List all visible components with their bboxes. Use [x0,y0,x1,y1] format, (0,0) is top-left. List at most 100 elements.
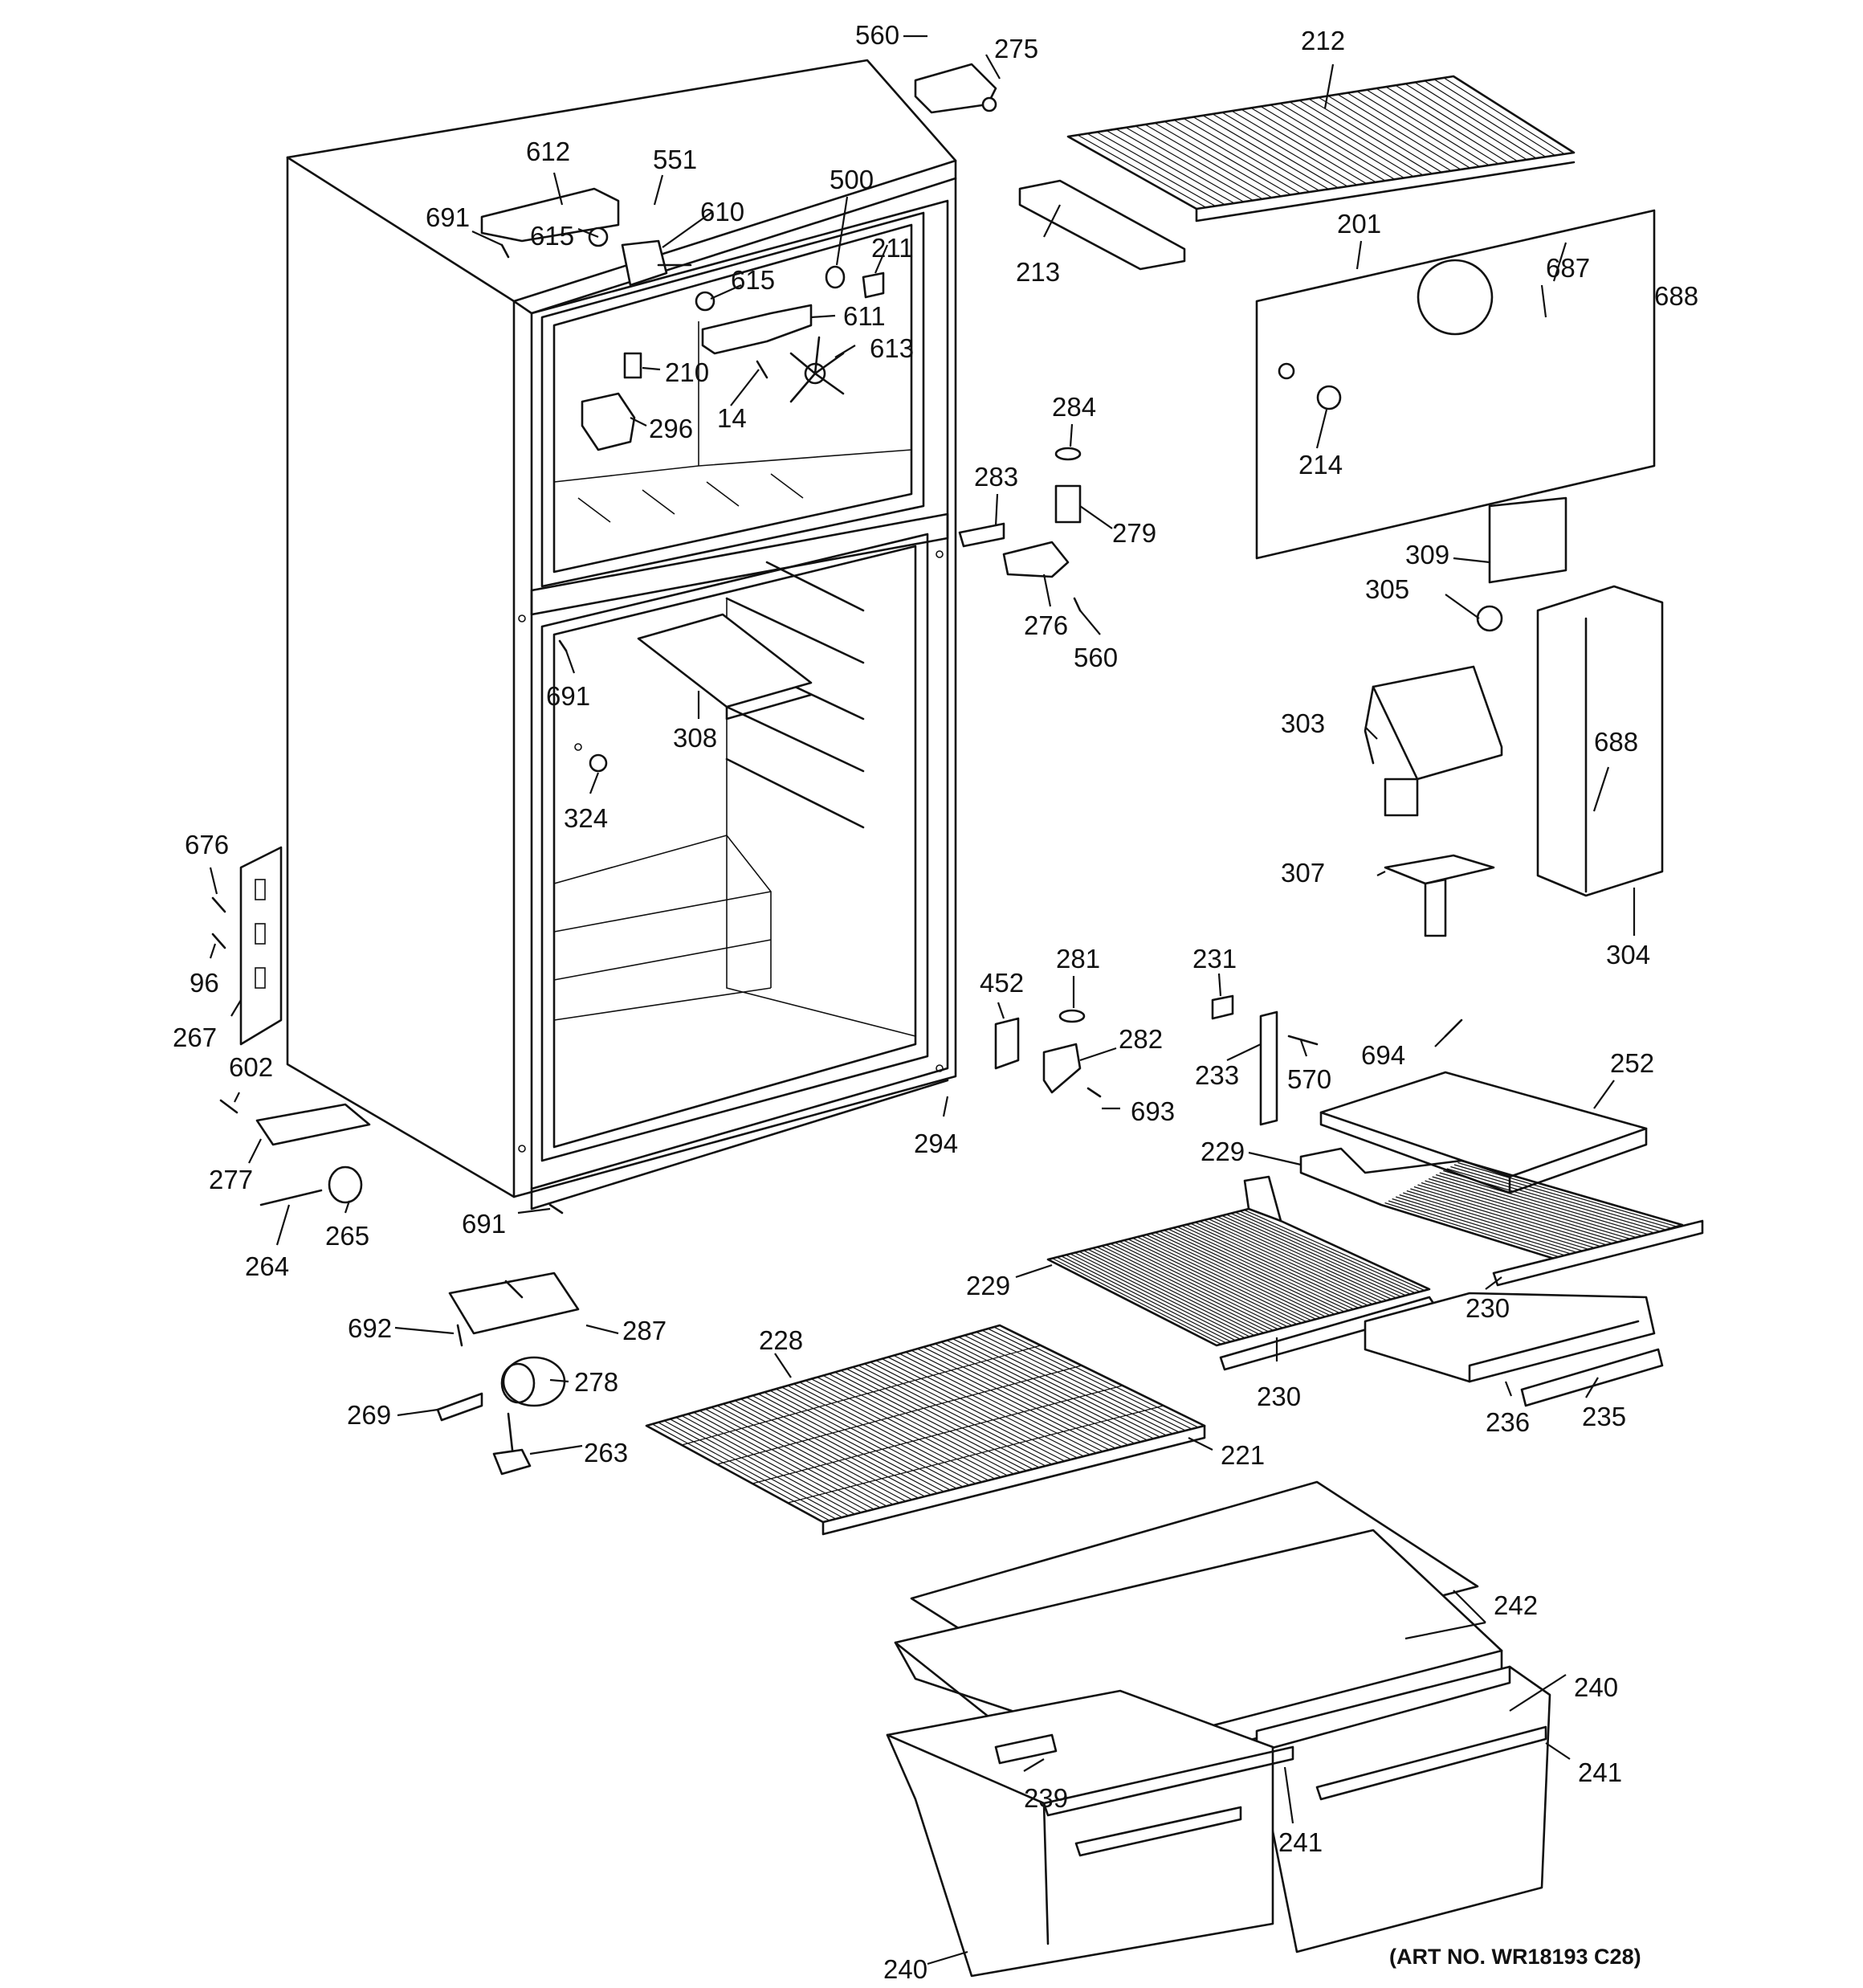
shelf-wire [1173,119,1301,194]
shelf-wire [1083,1250,1255,1337]
shelf-wire [1195,1222,1373,1305]
callout-570: 570 [1287,1064,1331,1094]
shelf-wire [834,1371,1027,1472]
callout-500: 500 [830,165,874,194]
callout-231: 231 [1192,944,1237,974]
shelf-wire [911,1349,1110,1451]
callout-214: 214 [1298,450,1343,480]
shelf-wire [687,1413,868,1512]
shelf-wire [811,1378,1001,1478]
shelf-wire [1388,1200,1573,1259]
shelf-229-upper-wires [1384,1161,1678,1260]
shelf-wire [793,1383,983,1483]
shelf-wire [787,1385,976,1484]
shelf-wire [799,1382,989,1481]
shelf-wire [723,1403,907,1502]
shelf-wire [1337,93,1461,170]
shelf-wire [840,1370,1033,1470]
shelf-wire [1115,1242,1288,1328]
hinge-and-roller-parts [211,243,580,1476]
shelf-wire [1086,133,1216,207]
callout-96: 96 [190,968,219,998]
shelf-229-lower-wires [1052,1209,1425,1345]
shelf-wire [988,1328,1192,1430]
shelf-wire [746,1397,932,1496]
callout-691-top: 691 [426,202,470,232]
shelf-wire [716,1365,1082,1465]
shelf-wire [1392,1198,1579,1257]
shelf-wire [923,1346,1123,1447]
shelf-wire [887,1357,1084,1457]
callout-693: 693 [1131,1096,1175,1126]
callout-676: 676 [185,830,229,859]
shelf-wire [1181,1225,1359,1308]
shelf-wire [1150,1233,1326,1317]
cabinet-drawing [286,59,957,1210]
callout-692: 692 [348,1313,392,1343]
shelf-wire [822,1374,1014,1475]
shelf-wire [1132,1237,1307,1322]
freezer-shelf-panels [914,63,1664,937]
shelf-wire [1436,1174,1645,1237]
shelf-wire [1376,88,1499,165]
shelf-wire [1115,129,1245,202]
callout-287: 287 [622,1316,667,1345]
shelf-wire [1395,84,1518,162]
callout-278: 278 [574,1367,618,1397]
shelf-wire [699,1410,881,1508]
shelf-wire [1199,1220,1378,1304]
callout-308: 308 [673,723,717,753]
callout-265: 265 [325,1221,369,1251]
shelf-wire [946,1340,1148,1441]
shelf-wire [1125,127,1254,202]
callout-551: 551 [653,145,697,174]
callout-307: 307 [1281,858,1325,888]
callout-613: 613 [870,333,914,363]
shelf-wire [829,1373,1021,1473]
shelf-wire [1154,122,1282,197]
shelf-wire [817,1377,1008,1476]
shelf-wire [1159,1231,1335,1315]
shelf-wire [1135,125,1263,200]
shelf-wire [1183,117,1311,193]
callout-694: 694 [1361,1040,1405,1070]
shelf-wire [681,1414,862,1513]
shelf-wire [1413,1186,1612,1247]
callout-612: 612 [526,137,570,166]
shelf-wire [1221,1214,1401,1297]
shelf-212-wires [1077,77,1565,208]
shelf-wire [1241,108,1367,185]
shelf-wire [1308,98,1433,174]
shelf-wire [1202,115,1329,190]
shelf-wire [970,1333,1173,1435]
callout-276: 276 [1024,610,1068,640]
shelf-wire [781,1386,970,1486]
shelf-wire [976,1331,1180,1433]
callout-560-mid: 560 [1074,643,1118,672]
callout-279: 279 [1112,518,1156,548]
shelf-wire [852,1366,1046,1467]
shelf-wire [1396,1196,1584,1255]
callout-324: 324 [564,803,608,833]
shelf-wire [1190,1223,1368,1306]
shelf-wire [1230,1213,1411,1295]
callout-281: 281 [1056,944,1100,974]
callout-691-bottom: 691 [462,1209,506,1239]
shelf-wire [1433,79,1555,157]
shelf-wire [734,1400,919,1499]
callout-230-upper: 230 [1466,1293,1510,1323]
callout-241-left: 241 [1278,1827,1323,1857]
callout-211: 211 [871,233,914,263]
shelf-wire [1141,1235,1316,1320]
callout-296: 296 [649,414,693,443]
shelf-wire [1260,105,1386,182]
shelf-wire [1127,1239,1302,1324]
callout-275: 275 [994,34,1038,63]
shelf-wire [1192,116,1320,191]
shelf-wire [1056,1256,1227,1344]
shelf-wire [1443,1170,1656,1234]
shelf-wire [935,1343,1135,1444]
shelf-wire [740,1398,925,1497]
shelf-wire [1176,1226,1355,1310]
